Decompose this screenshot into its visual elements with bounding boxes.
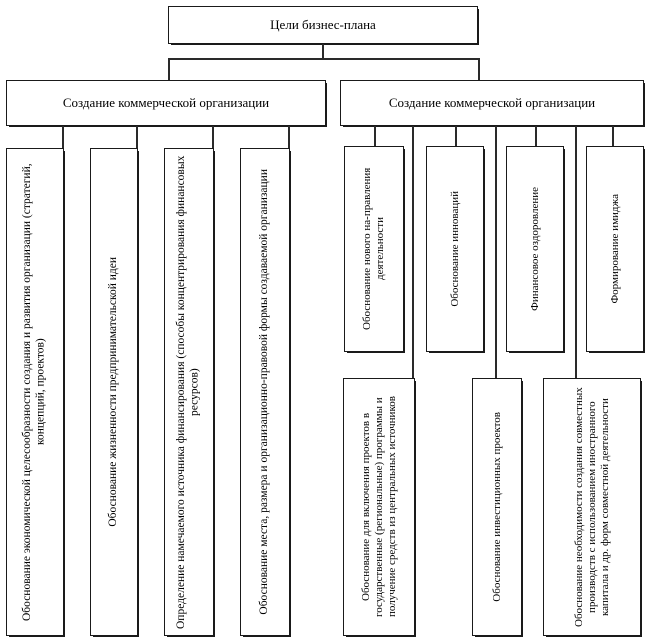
connector-right-bottom-2 xyxy=(495,126,497,378)
branch-right-label: Создание коммерческой организации xyxy=(388,95,596,111)
right-bottom-item-3: Обоснование необходимости создания совме… xyxy=(543,378,641,636)
left-item-1: Обоснование экономической целесообразнос… xyxy=(6,148,64,636)
connector-left-4 xyxy=(288,126,290,148)
connector-root-down xyxy=(322,44,324,60)
right-top-item-3-label: Финансовое оздоровление xyxy=(528,187,541,311)
left-item-4: Обоснование места, размера и организацио… xyxy=(240,148,290,636)
right-bottom-item-1-label: Обоснование для включения проектов в гос… xyxy=(359,396,398,618)
right-top-item-1: Обоснование нового на-правления деятельн… xyxy=(344,146,404,352)
connector-left-2 xyxy=(136,126,138,148)
connector-right-bottom-3 xyxy=(575,126,577,378)
right-top-item-4-label: Формирование имиджа xyxy=(608,194,621,304)
connector-right-top-4 xyxy=(612,126,614,146)
left-item-2-label: Обоснование жизненности предпринимательс… xyxy=(107,257,120,527)
branch-right-node: Создание коммерческой организации xyxy=(340,80,644,126)
left-item-1-label: Обоснование экономической целесообразнос… xyxy=(21,163,47,621)
connector-left-1 xyxy=(62,126,64,148)
root-node-label: Цели бизнес-плана xyxy=(270,17,376,33)
right-top-item-4: Формирование имиджа xyxy=(586,146,644,352)
right-bottom-item-2-label: Обоснование инвестиционных проектов xyxy=(490,412,503,602)
connector-right-bottom-1 xyxy=(412,126,414,378)
connector-right-top-3 xyxy=(535,126,537,146)
connector-right-top-1 xyxy=(374,126,376,146)
right-top-item-1-label: Обоснование нового на-правления деятельн… xyxy=(361,167,386,331)
connector-root-to-right-branch xyxy=(478,58,480,80)
right-bottom-item-3-label: Обоснование необходимости создания совме… xyxy=(572,387,611,627)
left-item-3: Определение намечаемого источника финанс… xyxy=(164,148,214,636)
branch-left-node: Создание коммерческой организации xyxy=(6,80,326,126)
right-bottom-item-1: Обоснование для включения проектов в гос… xyxy=(343,378,415,636)
right-top-item-2: Обоснование инноваций xyxy=(426,146,484,352)
branch-left-label: Создание коммерческой организации xyxy=(62,95,270,111)
left-item-4-label: Обоснование места, размера и организацио… xyxy=(258,169,271,615)
connector-right-top-2 xyxy=(455,126,457,146)
right-bottom-item-2: Обоснование инвестиционных проектов xyxy=(472,378,522,636)
right-top-item-2-label: Обоснование инноваций xyxy=(448,191,461,307)
connector-left-3 xyxy=(212,126,214,148)
left-item-2: Обоснование жизненности предпринимательс… xyxy=(90,148,138,636)
connector-root-to-left-branch xyxy=(168,58,170,80)
right-top-item-3: Финансовое оздоровление xyxy=(506,146,564,352)
root-node: Цели бизнес-плана xyxy=(168,6,478,44)
connector-root-bus xyxy=(168,58,480,60)
left-item-3-label: Определение намечаемого источника финанс… xyxy=(175,155,201,629)
